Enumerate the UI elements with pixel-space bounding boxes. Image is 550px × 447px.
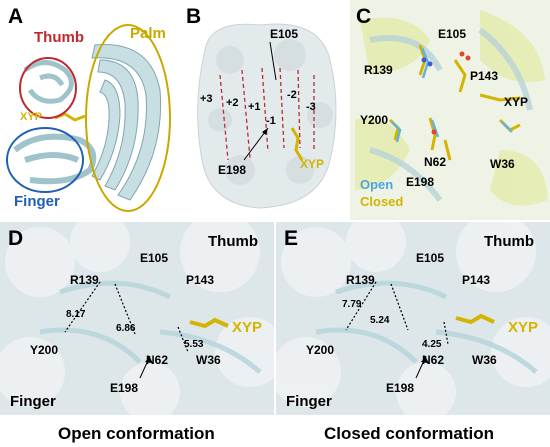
panel-a-label: A: [8, 5, 24, 28]
n62-label-e: N62: [422, 353, 445, 367]
e198-label-e: E198: [386, 381, 415, 395]
xyp-label-c: XYP: [504, 95, 529, 109]
y200-label-d: Y200: [30, 343, 59, 357]
open-legend: Open: [360, 177, 394, 192]
distance-3-e: 4.25: [422, 339, 442, 350]
panel-d: D E105 Thumb R139 P143 XYP 8.17 6.86 5.5…: [0, 222, 274, 415]
caption-closed: Closed conformation: [324, 424, 495, 443]
finger-ellipse: [6, 127, 84, 193]
panel-e-structure: [276, 222, 550, 415]
r139-label-e: R139: [346, 273, 375, 287]
e105-label-d: E105: [140, 251, 169, 265]
thumb-label: Thumb: [34, 29, 84, 46]
palm-ellipse: [85, 24, 171, 212]
subsite-plus1: +1: [248, 101, 261, 113]
panel-b-label: B: [186, 5, 202, 28]
panel-a: A Thumb Palm Finger XYP: [0, 0, 180, 220]
e105-label-b: E105: [270, 27, 299, 41]
closed-legend: Closed: [360, 194, 404, 209]
panel-e-label: E: [284, 227, 299, 250]
panel-d-label: D: [8, 227, 24, 250]
e105-label-e: E105: [416, 251, 445, 265]
distance-2-d: 6.86: [116, 323, 136, 334]
distance-2-e: 5.24: [370, 315, 390, 326]
palm-label: Palm: [130, 25, 166, 42]
thumb-label-e: Thumb: [484, 233, 534, 250]
n62-label-c: N62: [424, 155, 447, 169]
panel-b: B E105 +3 +2 +1 -1 -2 -3 XYP E198: [180, 0, 350, 220]
thumb-ellipse: [19, 57, 77, 119]
r139-label-c: R139: [364, 63, 393, 77]
e198-label-c: E198: [406, 175, 435, 189]
p143-label-c: P143: [470, 69, 499, 83]
xyp-label-e: XYP: [508, 319, 539, 336]
caption-open: Open conformation: [58, 424, 215, 443]
xyp-label-a: XYP: [20, 111, 43, 123]
distance-3-d: 5.53: [184, 339, 204, 350]
e198-label-b: E198: [218, 163, 247, 177]
w36-label-e: W36: [472, 353, 497, 367]
p143-label-e: P143: [462, 273, 491, 287]
finger-label: Finger: [14, 193, 60, 210]
thumb-label-d: Thumb: [208, 233, 258, 250]
subsite-minus1: -1: [266, 115, 276, 127]
p143-label-d: P143: [186, 273, 215, 287]
finger-label-e: Finger: [286, 393, 332, 410]
n62-label-d: N62: [146, 353, 169, 367]
panel-e: E E105 Thumb R139 P143 XYP 7.79 5.24 4.2…: [276, 222, 550, 415]
subsite-minus2: -2: [287, 89, 297, 101]
subsite-plus2: +2: [226, 97, 239, 109]
distance-1-d: 8.17: [66, 309, 86, 320]
panel-c-structure: [350, 0, 550, 220]
w36-label-c: W36: [490, 157, 515, 171]
panel-d-structure: [0, 222, 274, 415]
y200-label-c: Y200: [360, 113, 389, 127]
xyp-label-b: XYP: [300, 157, 325, 171]
subsite-plus3: +3: [200, 93, 213, 105]
r139-label-d: R139: [70, 273, 99, 287]
subsite-minus3: -3: [306, 101, 316, 113]
e198-label-d: E198: [110, 381, 139, 395]
e105-label-c: E105: [438, 27, 467, 41]
panel-c-label: C: [356, 5, 372, 28]
panel-a-structure: [6, 24, 171, 212]
panel-c: C E105 R139 P143 XYP Y200 N62 W36 E198 O…: [350, 0, 550, 220]
finger-label-d: Finger: [10, 393, 56, 410]
w36-label-d: W36: [196, 353, 221, 367]
y200-label-e: Y200: [306, 343, 335, 357]
distance-1-e: 7.79: [342, 299, 362, 310]
panel-b-structure: [197, 23, 337, 209]
xyp-label-d: XYP: [232, 319, 263, 336]
